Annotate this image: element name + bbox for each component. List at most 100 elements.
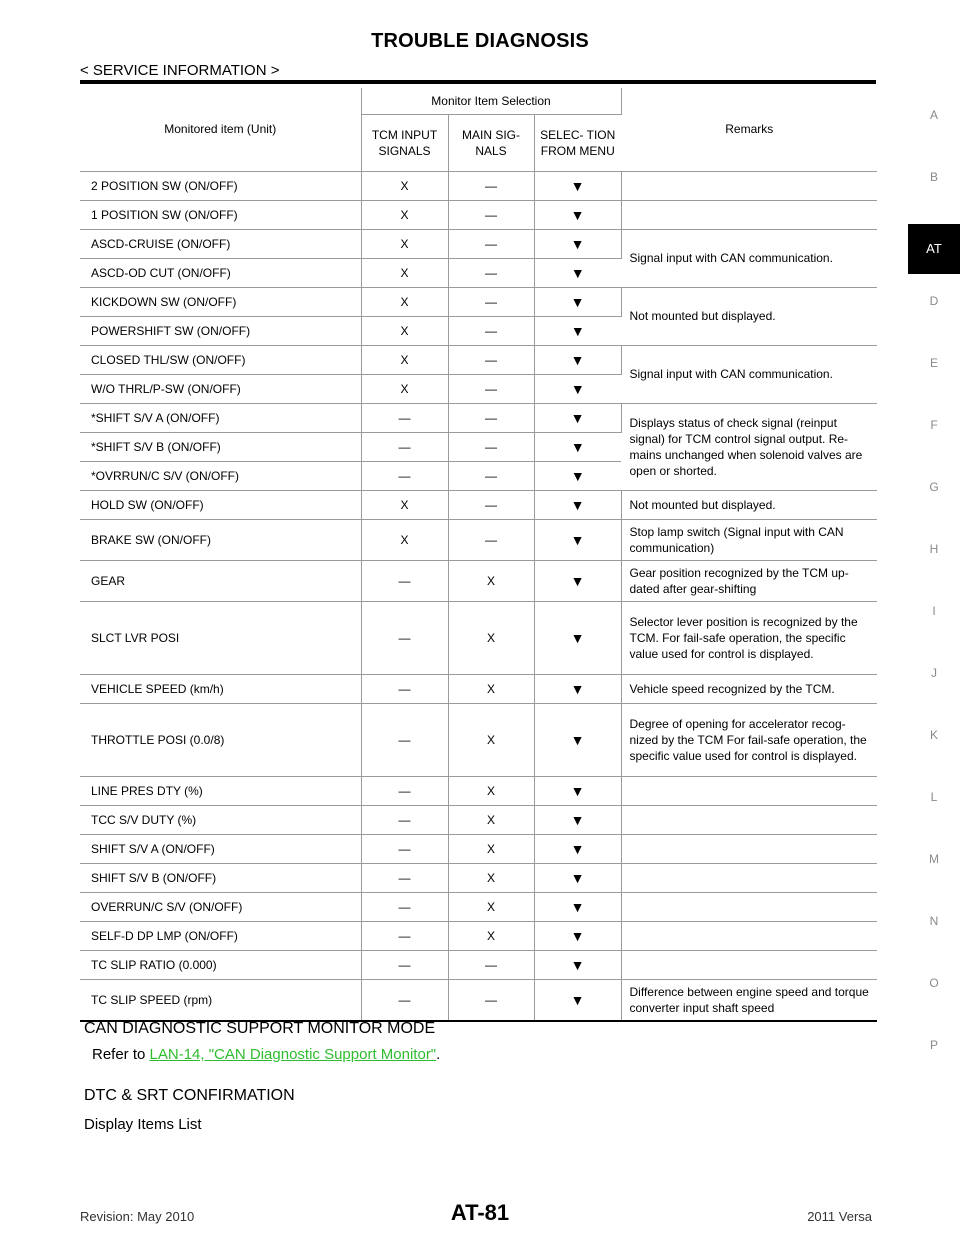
tcm-input-cell: —: [361, 560, 449, 602]
monitored-item-cell: *SHIFT S/V A (ON/OFF): [80, 403, 362, 433]
monitored-item-cell: OVERRUN/C S/V (ON/OFF): [80, 892, 362, 922]
monitored-item-cell: 1 POSITION SW (ON/OFF): [80, 200, 362, 230]
tcm-input-cell: —: [361, 892, 449, 922]
selection-menu-cell: ▼: [534, 374, 621, 404]
index-tab[interactable]: G: [929, 480, 939, 494]
monitored-item-cell: 2 POSITION SW (ON/OFF): [80, 171, 362, 201]
main-signals-cell: X: [448, 863, 535, 893]
col-header-menu: SELEC- TION FROM MENU: [534, 114, 621, 172]
remarks-cell: [621, 200, 877, 230]
main-signals-cell: —: [448, 345, 535, 375]
table-row: KICKDOWN SW (ON/OFF)X—▼Not mounted but d…: [80, 287, 877, 346]
col-header-item: Monitored item (Unit): [80, 88, 362, 172]
selection-menu-cell: ▼: [534, 950, 622, 980]
selection-menu-cell: ▼: [534, 519, 622, 561]
tcm-input-cell: —: [361, 863, 449, 893]
main-signals-cell: X: [448, 703, 535, 777]
main-signals-cell: X: [448, 776, 535, 806]
table-row: OVERRUN/C S/V (ON/OFF)—X▼: [80, 892, 877, 922]
tcm-input-cell: —: [361, 805, 449, 835]
index-tab[interactable]: I: [932, 604, 936, 618]
tcm-input-cell: X: [361, 374, 449, 404]
col-header-remarks: Remarks: [621, 88, 877, 172]
index-tab[interactable]: F: [930, 418, 938, 432]
tcm-input-cell: X: [361, 519, 449, 561]
remarks-cell: [621, 805, 877, 835]
main-signals-cell: —: [448, 979, 535, 1022]
monitored-item-cell: SELF-D DP LMP (ON/OFF): [80, 921, 362, 951]
index-tab[interactable]: H: [929, 542, 939, 556]
lan-14-link[interactable]: LAN-14, "CAN Diagnostic Support Monitor": [149, 1046, 437, 1063]
selection-menu-cell: ▼: [534, 560, 622, 602]
selection-menu-cell: ▼: [534, 403, 622, 433]
index-tab[interactable]: K: [929, 728, 938, 742]
main-signals-cell: —: [448, 490, 535, 520]
remarks-cell: Not mounted but displayed.: [621, 287, 877, 346]
index-tab-active[interactable]: AT: [908, 224, 960, 274]
main-signals-cell: —: [448, 461, 535, 491]
table-row: SLCT LVR POSI—X▼Selector lever position …: [80, 601, 877, 675]
main-signals-cell: —: [448, 374, 535, 404]
tcm-input-cell: —: [361, 461, 449, 491]
selection-menu-cell: ▼: [534, 171, 622, 201]
remarks-cell: Not mounted but displayed.: [621, 490, 877, 520]
main-signals-cell: X: [448, 674, 535, 704]
monitored-item-cell: BRAKE SW (ON/OFF): [80, 519, 362, 561]
main-signals-cell: X: [448, 805, 535, 835]
selection-menu-cell: ▼: [534, 258, 621, 288]
table-row: *SHIFT S/V B (ON/OFF)——▼: [80, 432, 877, 462]
index-tab[interactable]: J: [931, 666, 937, 680]
tcm-input-cell: —: [361, 834, 449, 864]
main-signals-cell: —: [448, 403, 535, 433]
remarks-cell: [621, 171, 877, 201]
col-header-selection: Monitor Item Selection: [361, 88, 622, 115]
tcm-input-cell: —: [361, 776, 449, 806]
table-row: CLOSED THL/SW (ON/OFF)X—▼Signal input wi…: [80, 345, 877, 404]
index-tab[interactable]: B: [929, 170, 938, 184]
table-row: 1 POSITION SW (ON/OFF)X—▼: [80, 200, 877, 230]
monitored-item-cell: TC SLIP SPEED (rpm): [80, 979, 362, 1022]
remarks-cell: Selector lever position is recognized by…: [621, 601, 877, 675]
selection-menu-cell: ▼: [534, 921, 622, 951]
monitored-item-cell: TC SLIP RATIO (0.000): [80, 950, 362, 980]
main-signals-cell: —: [448, 171, 535, 201]
index-tab[interactable]: E: [929, 356, 938, 370]
remarks-cell: Displays status of check signal (reinput…: [621, 403, 877, 491]
monitored-item-cell: KICKDOWN SW (ON/OFF): [80, 287, 362, 317]
selection-menu-cell: ▼: [534, 229, 622, 259]
main-signals-cell: X: [448, 921, 535, 951]
index-tab[interactable]: M: [929, 852, 939, 866]
monitored-item-cell: VEHICLE SPEED (km/h): [80, 674, 362, 704]
page-title: TROUBLE DIAGNOSIS: [371, 30, 589, 52]
selection-menu-cell: ▼: [534, 776, 622, 806]
selection-menu-cell: ▼: [534, 345, 622, 375]
section-breadcrumb: < SERVICE INFORMATION >: [80, 62, 280, 79]
selection-menu-cell: ▼: [534, 674, 622, 704]
main-signals-cell: —: [448, 200, 535, 230]
monitored-item-cell: HOLD SW (ON/OFF): [80, 490, 362, 520]
index-tab[interactable]: N: [929, 914, 939, 928]
main-signals-cell: —: [448, 316, 535, 346]
index-tab[interactable]: P: [929, 1038, 938, 1052]
selection-menu-cell: ▼: [534, 863, 622, 893]
index-tab[interactable]: D: [929, 294, 939, 308]
remarks-cell: [621, 892, 877, 922]
index-tab[interactable]: O: [929, 976, 939, 990]
index-tab[interactable]: L: [930, 790, 938, 804]
selection-menu-cell: ▼: [534, 200, 622, 230]
tcm-input-cell: —: [361, 703, 449, 777]
monitored-item-cell: LINE PRES DTY (%): [80, 776, 362, 806]
tcm-input-cell: X: [361, 316, 449, 346]
remarks-cell: [621, 863, 877, 893]
tcm-input-cell: X: [361, 490, 449, 520]
monitored-item-cell: SHIFT S/V A (ON/OFF): [80, 834, 362, 864]
table-row: TCC S/V DUTY (%)—X▼: [80, 805, 877, 835]
table-row: ASCD-OD CUT (ON/OFF)X—▼: [80, 258, 877, 288]
monitored-item-cell: W/O THRL/P-SW (ON/OFF): [80, 374, 362, 404]
table-row: POWERSHIFT SW (ON/OFF)X—▼: [80, 316, 877, 346]
remarks-cell: Signal input with CAN communication.: [621, 229, 877, 288]
model-year: 2011 Versa: [807, 1209, 872, 1224]
index-tab[interactable]: A: [929, 108, 938, 122]
table-row: GEAR—X▼Gear position recognized by the T…: [80, 560, 877, 602]
main-signals-cell: X: [448, 892, 535, 922]
